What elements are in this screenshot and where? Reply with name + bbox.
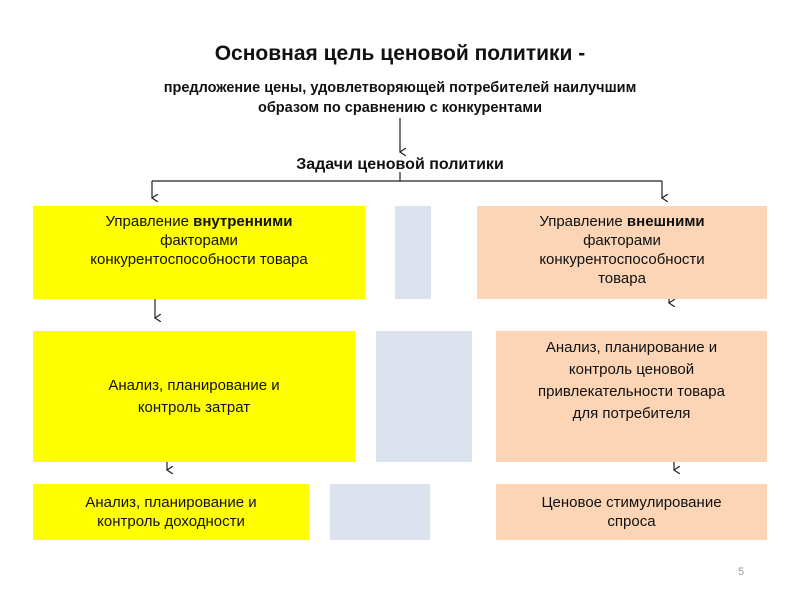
right-box3-line2: спроса xyxy=(607,513,656,530)
left-box3-line1: Анализ, планирование и xyxy=(85,494,257,511)
grey-block-1 xyxy=(395,206,431,299)
main-goal-text: предложение цены, удовлетворяющей потреб… xyxy=(90,78,710,118)
right-box-attractiveness-analysis: Анализ, планирование и контроль ценовой … xyxy=(496,331,767,462)
left-box2-line1: Анализ, планирование и xyxy=(108,376,280,394)
right-box2-line4: для потребителя xyxy=(572,405,691,422)
right-box1-line3: конкурентоспособности xyxy=(539,251,705,268)
right-box1-prefix: Управление xyxy=(539,213,627,230)
right-box2-line1: Анализ, планирование и xyxy=(545,339,718,356)
left-box-profitability-analysis: Анализ, планирование и контроль доходнос… xyxy=(33,484,309,540)
left-box-cost-analysis: Анализ, планирование и контроль затрат xyxy=(33,331,355,462)
page-number: 5 xyxy=(738,566,745,578)
left-box3-line2: контроль доходности xyxy=(97,513,245,530)
right-box1-line4: товара xyxy=(598,270,646,287)
right-box3-line1: Ценовое стимулирование xyxy=(541,494,722,511)
right-box1-emphasis: внешними xyxy=(626,213,705,230)
right-box-external-factors: Управление внешними факторами конкуренто… xyxy=(477,206,767,299)
right-box2-line2: контроль ценовой xyxy=(568,361,695,378)
left-box1-prefix: Управление xyxy=(105,213,194,230)
left-box1-emphasis: внутренними xyxy=(193,213,293,230)
page-title: Основная цель ценовой политики - xyxy=(214,42,586,65)
left-box1-line2: факторами xyxy=(160,232,238,249)
right-box-demand-stimulation: Ценовое стимулирование спроса xyxy=(496,484,767,540)
left-box-internal-factors: Управление внутренними факторами конкуре… xyxy=(33,206,365,299)
main-goal-line-1: предложение цены, удовлетворяющей потреб… xyxy=(163,80,637,96)
grey-block-3 xyxy=(330,484,430,540)
tasks-heading: Задачи ценовой политики xyxy=(296,156,504,173)
main-goal-line-2: образом по сравнению с конкурентами xyxy=(257,100,543,116)
right-box2-line3: привлекательности товара xyxy=(538,383,725,400)
left-box2-line2: контроль затрат xyxy=(137,398,251,416)
left-box1-line3: конкурентоспособности товара xyxy=(90,251,308,268)
right-box1-line2: факторами xyxy=(583,232,661,249)
grey-block-2 xyxy=(376,331,472,462)
